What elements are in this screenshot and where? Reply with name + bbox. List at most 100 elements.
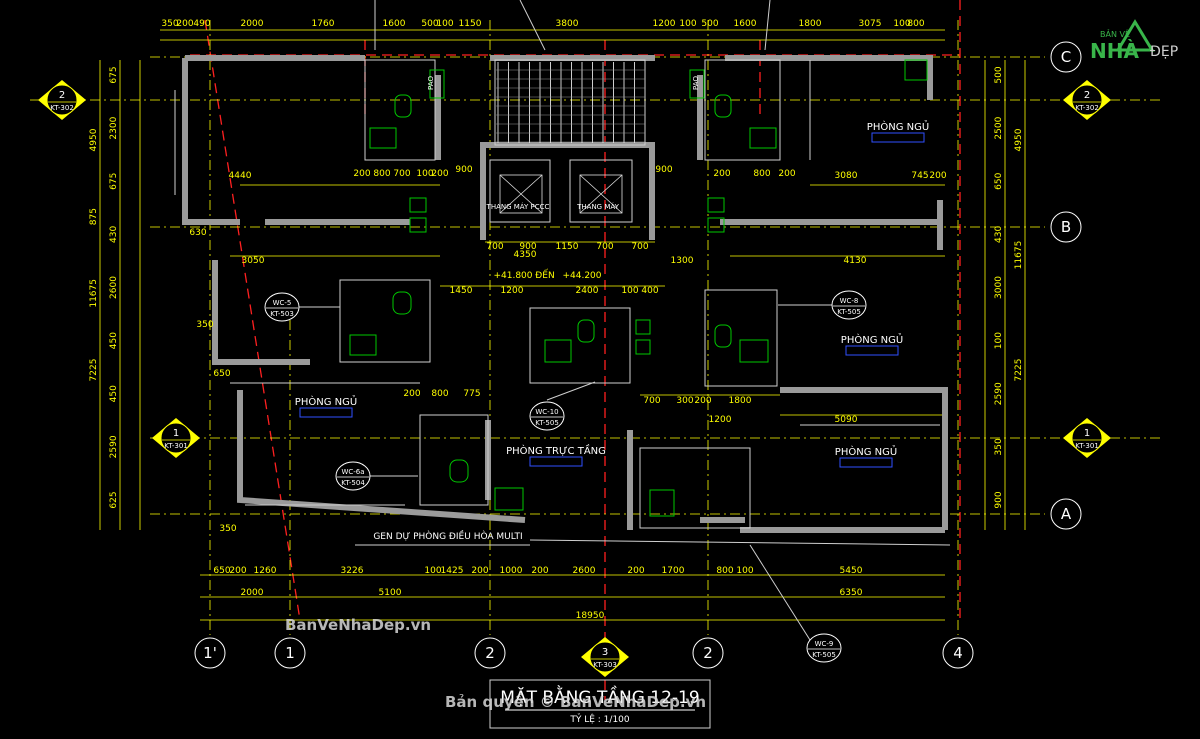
dimension-label: 100 xyxy=(424,566,441,576)
wc-tag-bubble xyxy=(264,292,300,322)
grid-bubble xyxy=(274,637,306,669)
dimension-label: 200 xyxy=(471,566,488,576)
dimension-label: 1000 xyxy=(500,566,523,576)
dimension-label: 4350 xyxy=(514,250,537,260)
dimension-label: 2400 xyxy=(576,286,599,296)
dimension-label: 200 xyxy=(431,169,448,179)
section-ref: KT-301 xyxy=(1075,442,1099,450)
wc-tag-name: WC-10 xyxy=(535,408,558,416)
room-area-box xyxy=(845,345,899,356)
grid-label: 1' xyxy=(203,644,217,662)
sanitary-fixtures xyxy=(349,59,928,517)
dimension-label: 350 xyxy=(219,524,236,534)
dimension-label: 900 xyxy=(519,242,536,252)
staircase-hatch xyxy=(496,62,645,143)
dimension-label: 1150 xyxy=(556,242,579,252)
dimension-label: 490 xyxy=(193,19,210,29)
drawing-scale: TỶ LỆ : 1/100 xyxy=(569,713,630,725)
dimension-label: 6350 xyxy=(840,588,863,598)
section-circle xyxy=(46,84,78,116)
dimension-label: 625 xyxy=(109,491,119,508)
room-area-box xyxy=(299,407,353,418)
wc-tags: WC-5KT-503WC-8KT-505WC-10KT-505WC-6aKT-5… xyxy=(264,290,867,663)
grid-label: A xyxy=(1061,505,1072,523)
dimension-label: 300 xyxy=(676,396,693,406)
dimension-label: 100 xyxy=(994,332,1004,349)
dimension-label: 11675 xyxy=(1014,241,1024,270)
building-walls xyxy=(182,55,948,533)
dimension-label: 2300 xyxy=(109,116,119,139)
watermark-text: BanVeNhaDep.vn xyxy=(285,616,431,634)
dimension-label: 1425 xyxy=(441,566,464,576)
section-ref: KT-303 xyxy=(593,661,617,669)
copyright-watermark: Bản quyền © BanVeNhaDep.vn xyxy=(445,692,706,711)
lift-cars xyxy=(499,174,623,214)
dimension-label: 500 xyxy=(994,66,1004,83)
dimension-label: 200 xyxy=(229,566,246,576)
title-block: MẶT BẰNG TẦNG 12-19 TỶ LỆ : 1/100 xyxy=(489,679,711,729)
grid-bubble xyxy=(692,637,724,669)
gen-note-label: GEN DỰ PHÒNG ĐIỀU HÒA MULTI xyxy=(373,529,522,542)
dimension-label: 430 xyxy=(994,226,1004,243)
section-ref: KT-302 xyxy=(50,104,74,112)
grid-label: 1 xyxy=(285,644,295,662)
dimension-label: 1800 xyxy=(799,19,822,29)
room-label: PHÒNG NGỦ xyxy=(295,394,357,408)
wc-tag-ref: KT-505 xyxy=(837,308,861,316)
house-logo-icon xyxy=(1115,19,1155,52)
wc-tag-bubble xyxy=(335,461,371,491)
room-area-box xyxy=(871,132,925,143)
section-number: 1 xyxy=(1084,428,1090,439)
dimension-label: 5450 xyxy=(840,566,863,576)
dimension-label: 3050 xyxy=(242,256,265,266)
dimension-label: 1300 xyxy=(671,256,694,266)
section-number: 2 xyxy=(59,90,65,101)
wc-tag-bubble xyxy=(831,290,867,320)
room-partitions xyxy=(174,59,951,546)
section-circle xyxy=(589,641,621,673)
dimension-label: 100 400 xyxy=(621,286,658,296)
dimension-label: 700 xyxy=(486,242,503,252)
dimension-label: 2500 xyxy=(994,116,1004,139)
dimension-label: 1150 xyxy=(459,19,482,29)
elevation-label: +41.800 xyxy=(493,271,532,281)
dimension-label: 4440 xyxy=(229,171,252,181)
dimension-label: 500 xyxy=(701,19,718,29)
dimension-label: 200 xyxy=(929,171,946,181)
dimension-label: 900 xyxy=(994,491,1004,508)
wc-tag-ref: KT-505 xyxy=(535,419,559,427)
dimension-label: 1760 xyxy=(312,19,335,29)
grid-label: 2 xyxy=(703,644,713,662)
grid-bubble xyxy=(194,637,226,669)
room-area-box xyxy=(529,456,583,467)
dimension-label: 675 xyxy=(109,173,119,190)
wc-tag-bubble xyxy=(529,401,565,431)
wc-tag-ref: KT-504 xyxy=(341,479,365,487)
dimension-label: 2000 xyxy=(241,19,264,29)
dimension-label: 200 xyxy=(713,169,730,179)
wc-tag-bubble xyxy=(806,633,842,663)
dimension-label: 3075 xyxy=(859,19,882,29)
dimension-label: 200 xyxy=(353,169,370,179)
site-logo: BẢN VẼ NHÀ ĐẸP xyxy=(1090,19,1178,63)
section-circle xyxy=(1071,84,1103,116)
section-circle xyxy=(1071,422,1103,454)
dimension-label: 5090 xyxy=(835,415,858,425)
dimension-label: 2590 xyxy=(994,382,1004,405)
pao-label-right: PAO xyxy=(692,76,700,90)
dimension-label: 350 xyxy=(161,19,178,29)
dimension-label: 800 xyxy=(373,169,390,179)
dimension-label: 1260 xyxy=(254,566,277,576)
dimension-label: 700 xyxy=(596,242,613,252)
dimension-label: 1200 xyxy=(501,286,524,296)
dimension-label: 430 xyxy=(109,226,119,243)
grid-bubble xyxy=(1050,41,1082,73)
dimension-label: 2590 xyxy=(109,435,119,458)
room-label: PHÒNG NGỦ xyxy=(867,119,929,133)
section-circle xyxy=(160,422,192,454)
room-area-box xyxy=(839,457,893,468)
dimension-label: 200 xyxy=(531,566,548,576)
dimension-label: 675 xyxy=(109,66,119,83)
leader-lines xyxy=(298,0,832,641)
